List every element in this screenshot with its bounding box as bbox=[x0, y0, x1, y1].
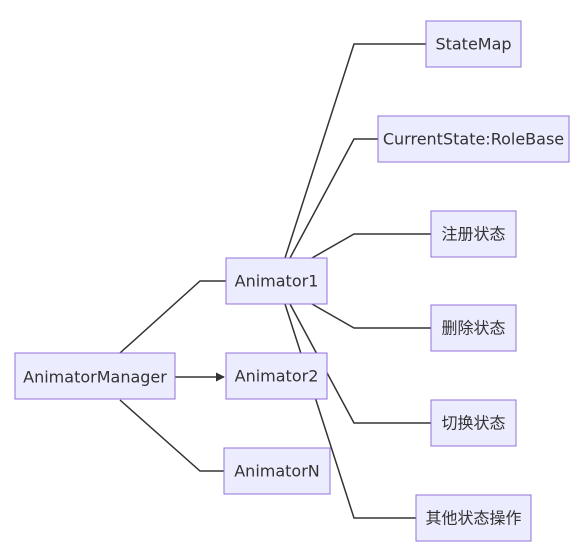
node-current-state: CurrentState:RoleBase bbox=[377, 115, 570, 163]
node-animator-manager-label: AnimatorManager bbox=[23, 368, 167, 387]
node-animatorN-label: AnimatorN bbox=[234, 462, 320, 481]
node-animator1: Animator1 bbox=[225, 257, 328, 305]
node-state-map: StateMap bbox=[425, 20, 522, 68]
edge-animator1-switch bbox=[289, 303, 431, 424]
edge-animator1-register bbox=[311, 233, 431, 259]
edge-animator1-delete bbox=[311, 303, 431, 329]
node-register-state: 注册状态 bbox=[430, 210, 517, 258]
node-delete-state: 删除状态 bbox=[430, 304, 517, 352]
node-animatorN: AnimatorN bbox=[223, 447, 331, 495]
node-other-ops: 其他状态操作 bbox=[415, 494, 532, 542]
node-switch-state-label: 切换状态 bbox=[441, 414, 505, 433]
edge-animator1-statemap bbox=[284, 43, 426, 259]
node-animator2-label: Animator2 bbox=[235, 367, 319, 386]
node-current-state-label: CurrentState:RoleBase bbox=[383, 130, 564, 149]
node-switch-state: 切换状态 bbox=[430, 399, 517, 447]
node-animator1-label: Animator1 bbox=[235, 272, 319, 291]
node-other-ops-label: 其他状态操作 bbox=[425, 509, 521, 528]
edge-animator1-currentstate bbox=[289, 138, 378, 259]
node-animator-manager: AnimatorManager bbox=[14, 352, 176, 400]
node-register-state-label: 注册状态 bbox=[441, 225, 505, 244]
node-animator2: Animator2 bbox=[225, 352, 328, 400]
edge-manager-animator1 bbox=[119, 280, 226, 354]
node-delete-state-label: 删除状态 bbox=[441, 319, 505, 338]
node-state-map-label: StateMap bbox=[435, 35, 511, 54]
edge-manager-animatorN bbox=[119, 399, 224, 472]
